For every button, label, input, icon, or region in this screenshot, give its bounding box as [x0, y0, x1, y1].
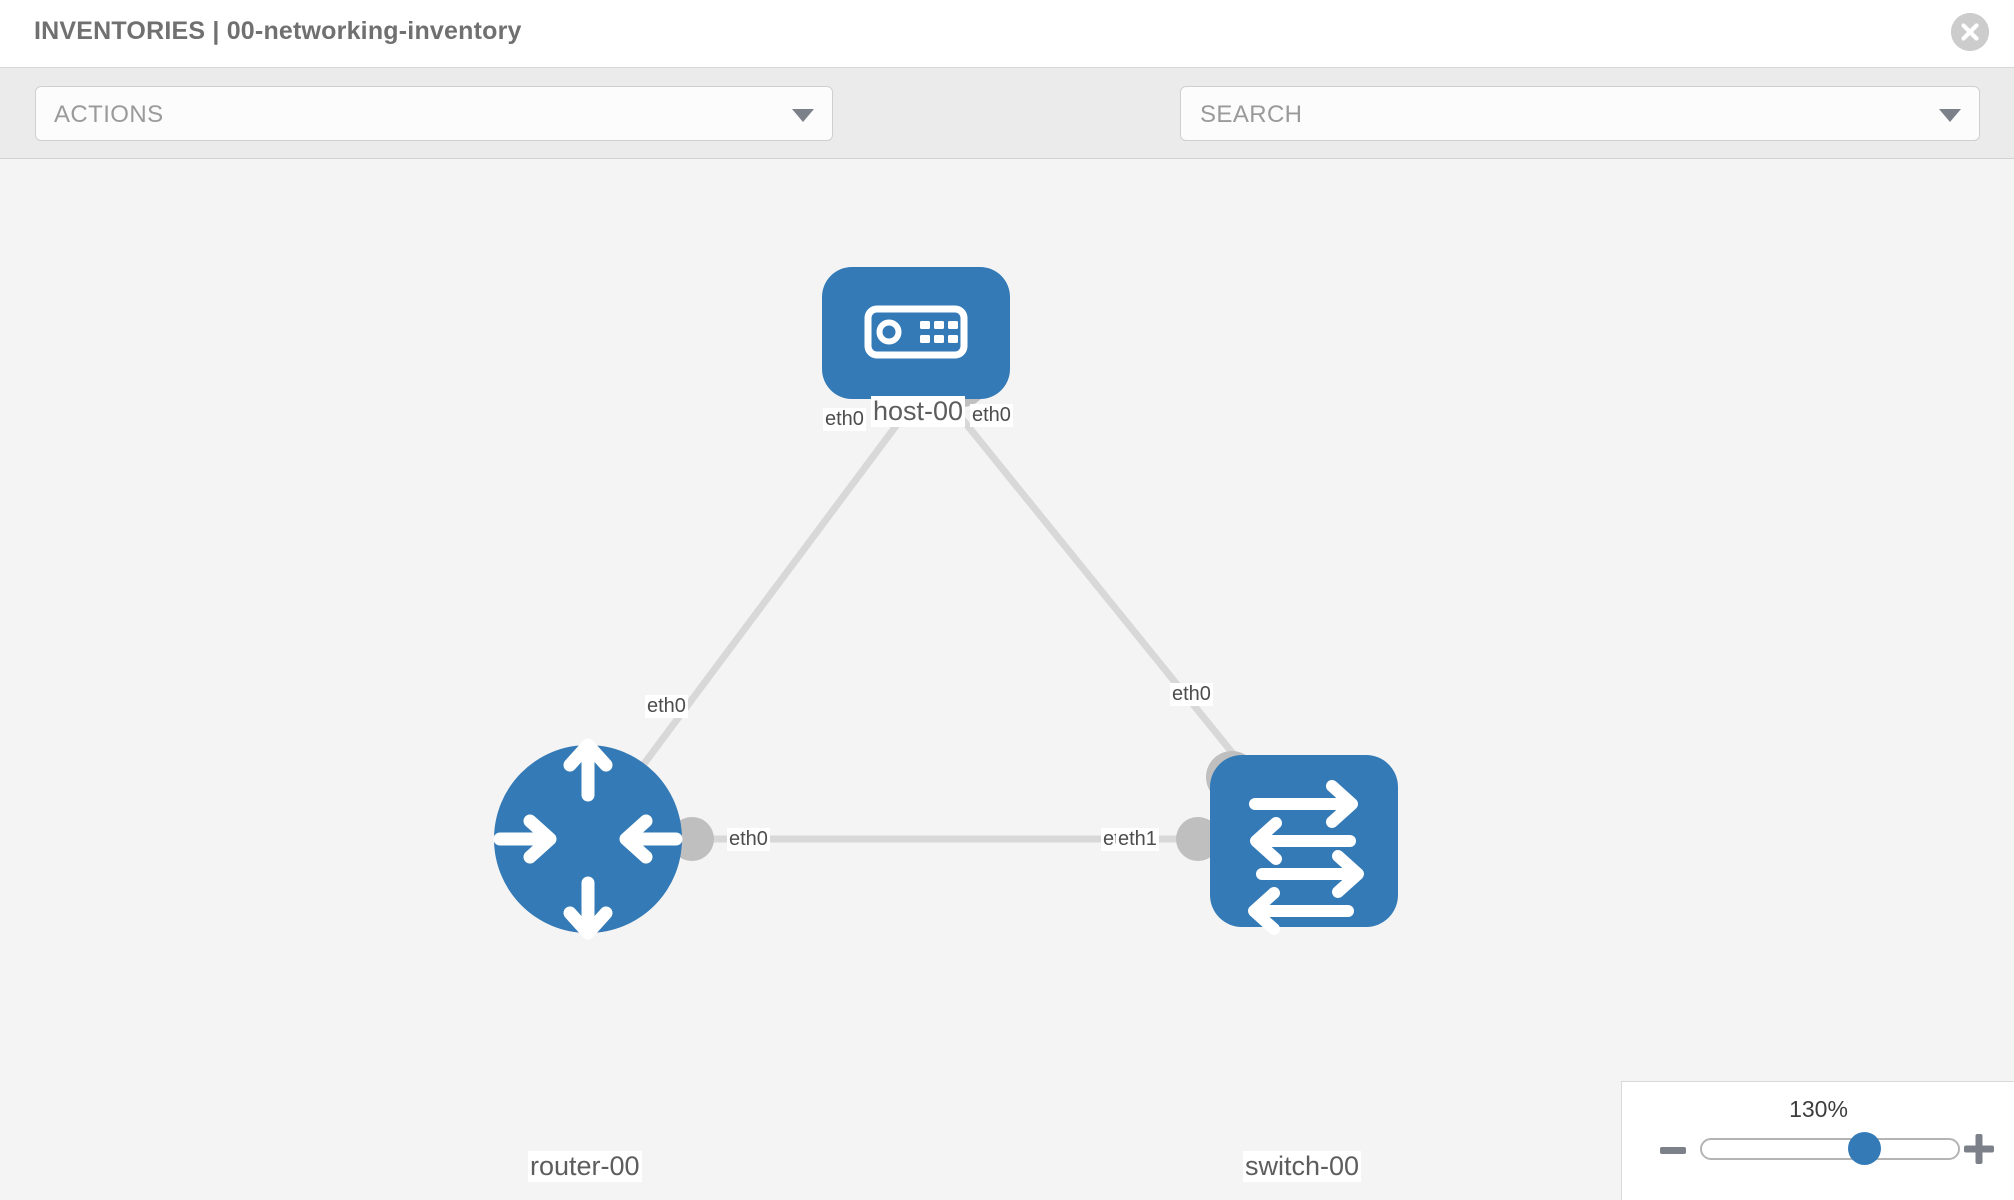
plus-icon: [1964, 1134, 1994, 1164]
edge-label-host-right-eth0: eth0: [970, 404, 1013, 427]
connector-switch-left: [1176, 817, 1220, 861]
topology-canvas[interactable]: eth0 host-00 eth0 eth0 eth0 eth0 eth eth…: [0, 159, 2014, 1200]
zoom-control-panel: 130%: [1621, 1081, 2014, 1200]
chevron-down-icon: [792, 109, 814, 122]
server-icon: [864, 305, 968, 359]
node-label-switch-00: switch-00: [1243, 1151, 1362, 1183]
node-label-host-00: host-00: [871, 396, 966, 428]
topology-edges: [585, 396, 1305, 843]
close-button[interactable]: [1951, 13, 1989, 51]
minus-icon: [1660, 1147, 1686, 1154]
zoom-out-button[interactable]: [1658, 1136, 1688, 1166]
zoom-in-button[interactable]: [1962, 1132, 1996, 1166]
page-title: INVENTORIES | 00-networking-inventory: [34, 17, 522, 45]
search-input[interactable]: [1198, 87, 1902, 142]
edge-label-switch-left-eth1: eth1: [1116, 828, 1159, 851]
edge-label-switch-up-eth0: eth0: [1170, 683, 1213, 706]
page-header: INVENTORIES | 00-networking-inventory: [0, 0, 2014, 68]
zoom-slider-track[interactable]: [1700, 1138, 1960, 1160]
zoom-slider-thumb[interactable]: [1848, 1132, 1881, 1165]
zoom-level-value: 130%: [1789, 1096, 1848, 1122]
node-switch-00: [1210, 755, 1398, 935]
edge-label-host-left-eth0: eth0: [823, 408, 866, 431]
search-box[interactable]: [1180, 86, 1980, 142]
toolbar: ACTIONS: [0, 68, 2014, 197]
node-router-00: [493, 738, 683, 940]
router-arrows-icon: [493, 738, 683, 940]
topology-graph: [493, 267, 1398, 940]
actions-dropdown[interactable]: ACTIONS: [35, 86, 833, 141]
node-label-router-00: router-00: [528, 1151, 642, 1183]
node-host-00: [822, 267, 1010, 399]
edge-label-router-right-eth0: eth0: [727, 828, 770, 851]
actions-dropdown-label: ACTIONS: [54, 101, 164, 128]
switch-arrows-icon: [1248, 780, 1364, 935]
chevron-down-icon: [1939, 109, 1961, 122]
edge-label-router-up-eth0: eth0: [645, 695, 688, 718]
close-circle-icon: [1951, 13, 1989, 51]
